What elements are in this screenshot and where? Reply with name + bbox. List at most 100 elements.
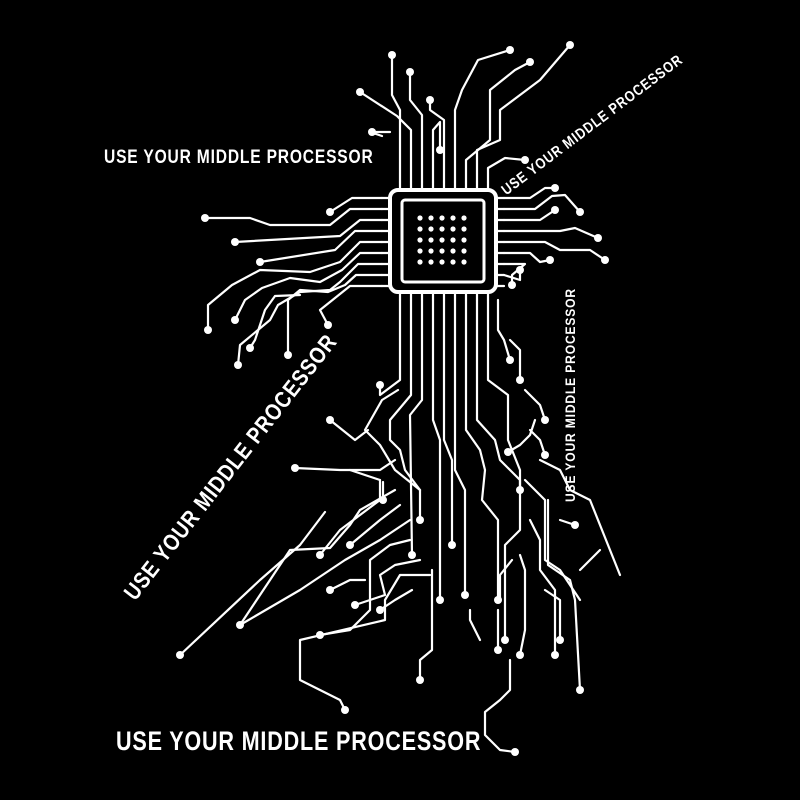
circuit-pad xyxy=(376,381,384,389)
circuit-trace xyxy=(578,548,602,572)
circuit-trace xyxy=(502,240,607,262)
circuit-pad xyxy=(541,416,549,424)
circuit-pad xyxy=(234,361,242,369)
circuit-trace xyxy=(508,338,522,382)
circuit-trace xyxy=(453,48,512,184)
circuit-pad xyxy=(291,464,299,472)
circuit-pad xyxy=(324,321,332,329)
circuit-trace xyxy=(418,568,434,682)
chip-die-dot xyxy=(450,248,456,254)
circuit-trace xyxy=(486,156,527,184)
circuit-pad xyxy=(551,206,559,214)
circuit-pad xyxy=(506,46,514,54)
circuit-trace xyxy=(496,298,512,362)
slogan-bottom: USE YOUR MIDDLE PROCESSOR xyxy=(116,726,482,756)
circuit-pad xyxy=(436,146,444,154)
circuit-pad xyxy=(416,516,424,524)
circuit-pad xyxy=(546,256,554,264)
circuit-pad xyxy=(551,184,559,192)
circuit-trace xyxy=(203,207,384,227)
chip-die-dot xyxy=(417,226,423,232)
circuit-pad xyxy=(501,636,509,644)
circuit-trace xyxy=(236,262,384,367)
circuit-trace xyxy=(453,298,467,597)
circuit-pad xyxy=(316,551,324,559)
circuit-pad xyxy=(406,68,414,76)
circuit-pad xyxy=(408,551,416,559)
circuit-pad xyxy=(201,214,209,222)
circuit-pad xyxy=(326,416,334,424)
circuit-trace xyxy=(328,578,367,592)
circuit-trace xyxy=(502,226,600,240)
circuit-trace xyxy=(408,298,424,557)
circuit-pad xyxy=(526,58,534,66)
circuit-pad xyxy=(416,676,424,684)
circuit-pad xyxy=(448,541,456,549)
circuit-trace xyxy=(348,468,382,482)
circuit-trace xyxy=(506,418,537,454)
circuit-trace xyxy=(390,53,402,184)
chip-die-dot xyxy=(450,226,456,232)
circuit-traces xyxy=(176,41,622,756)
chip-die-dot xyxy=(450,215,456,221)
circuit-trace xyxy=(258,229,384,264)
circuit-pad xyxy=(284,351,292,359)
circuit-trace xyxy=(543,588,562,642)
circuit-pad xyxy=(426,96,434,104)
circuit-trace xyxy=(502,208,557,222)
circuit-pad xyxy=(351,601,359,609)
circuit-trace xyxy=(502,186,557,200)
circuit-pad xyxy=(506,356,514,364)
chip-die-dot xyxy=(439,237,445,243)
chip-die-dot xyxy=(439,215,445,221)
circuit-pad xyxy=(326,208,334,216)
circuit-pad xyxy=(566,41,574,49)
chip-die-dot xyxy=(450,237,456,243)
circuit-pad xyxy=(576,686,584,694)
circuit-pad xyxy=(516,651,524,659)
circuit-pad xyxy=(176,651,184,659)
circuit-trace xyxy=(428,98,446,184)
circuit-trace xyxy=(528,518,557,657)
circuit-trace xyxy=(523,478,582,602)
circuit-pad xyxy=(436,596,444,604)
circuit-trace xyxy=(431,298,442,602)
circuit-pad xyxy=(368,128,376,136)
circuit-pad xyxy=(516,486,524,494)
circuit-pad xyxy=(231,238,239,246)
processor-chip xyxy=(380,180,506,302)
circuit-pad xyxy=(461,591,469,599)
circuit-trace xyxy=(408,70,424,184)
chip-die-dot xyxy=(417,259,423,265)
circuit-trace xyxy=(483,658,517,754)
circuit-pad xyxy=(326,586,334,594)
chip-die-dot xyxy=(439,226,445,232)
circuit-trace xyxy=(502,251,552,264)
circuit-pad xyxy=(231,316,239,324)
chip-die-dot xyxy=(450,259,456,265)
circuit-trace xyxy=(464,60,532,184)
chip-die-dot xyxy=(461,259,467,265)
chip-die-dot xyxy=(439,248,445,254)
circuit-trace xyxy=(206,240,384,332)
circuit-trace xyxy=(318,478,382,557)
circuit-pad xyxy=(341,706,349,714)
circuit-pad xyxy=(504,448,512,456)
circuit-trace xyxy=(328,418,370,442)
circuit-trace xyxy=(523,388,547,422)
circuit-trace xyxy=(475,298,522,642)
circuit-pad xyxy=(246,344,254,352)
circuit-trace xyxy=(486,298,522,492)
circuit-trace xyxy=(468,608,482,642)
circuit-trace xyxy=(518,553,527,657)
circuit-pad xyxy=(379,496,387,504)
chip-die-dot xyxy=(417,248,423,254)
circuit-pad xyxy=(601,256,609,264)
circuit-trace xyxy=(238,518,412,627)
chip-die-dot xyxy=(428,248,434,254)
circuit-trace xyxy=(538,458,622,577)
chip-die-dot xyxy=(461,215,467,221)
circuit-pad xyxy=(541,451,549,459)
circuit-trace xyxy=(293,458,397,472)
